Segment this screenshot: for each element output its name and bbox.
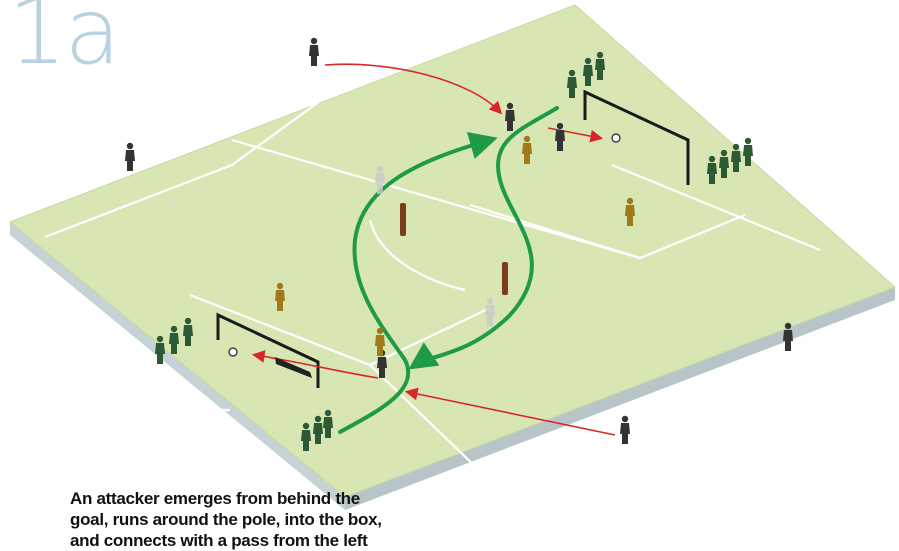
pass-arrow-top-shot [547,127,604,143]
caption-line-2: goal, runs around the pole, into the box… [70,510,382,529]
ball-bottom [228,347,238,357]
ball-top [611,133,621,143]
pass-arrow-bottom-cross [404,387,616,436]
pass-arrow-bottom-shot [251,350,379,379]
goal-bottom [216,312,320,388]
figure-label: 1a [8,0,121,85]
pitch-surface [9,4,896,498]
pitch-markings [44,44,821,501]
run-path-top [408,106,559,370]
run-path-bottom [338,132,498,434]
pass-arrow-top-run [324,63,503,115]
caption-line-1: An attacker emerges from behind the [70,489,360,508]
pole-2 [502,262,508,295]
pitch-side-left [10,222,345,510]
pitch-side-right [345,287,895,510]
pole-1 [400,203,406,236]
caption-line-3: and connects with a pass from the left [70,531,368,550]
caption: An attacker emerges from behind the goal… [70,488,460,551]
goalkeeper-diving [275,357,312,378]
goal-top [583,89,690,185]
